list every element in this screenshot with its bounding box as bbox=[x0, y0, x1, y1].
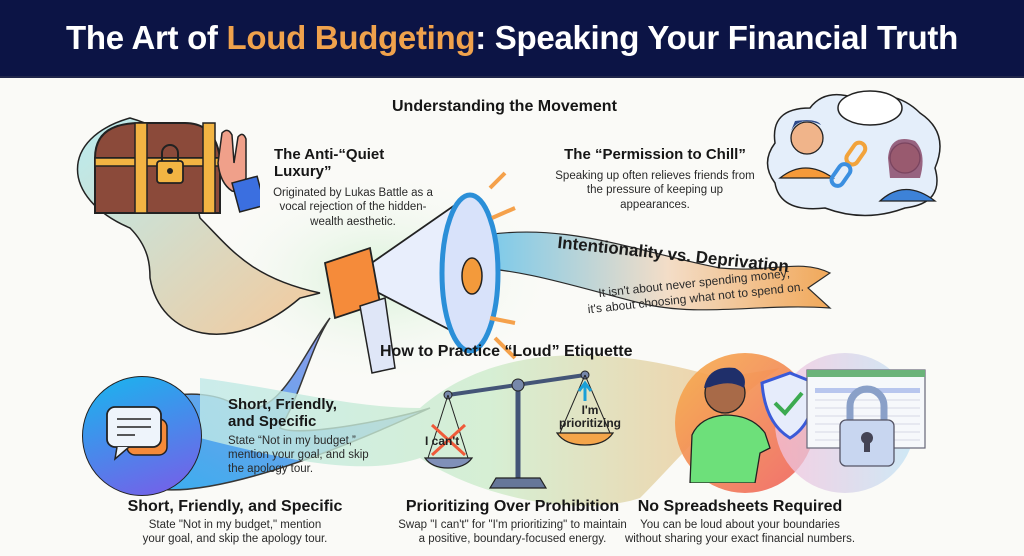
stop-hand-icon bbox=[217, 129, 260, 213]
chat-bubble-badge bbox=[82, 376, 202, 496]
bottom-card-prioritizing: Prioritizing Over Prohibition Swap "I ca… bbox=[398, 498, 627, 546]
permission-to-chill-body: Speaking up often relieves friends from … bbox=[555, 170, 755, 211]
etiquette-heading: How to Practice “Loud” Etiquette bbox=[380, 343, 633, 360]
anti-quiet-luxury-card: The Anti-“Quiet Luxury” Originated by Lu… bbox=[268, 146, 438, 229]
megaphone-icon bbox=[323, 171, 517, 374]
anti-quiet-luxury-body: Originated by Lukas Battle as a vocal re… bbox=[273, 187, 433, 228]
bottom-card-short-friendly: Short, Friendly, and Specific State "Not… bbox=[127, 498, 343, 546]
title-accent: Loud Budgeting bbox=[226, 19, 476, 56]
permission-to-chill-card: The “Permission to Chill” Speaking up of… bbox=[555, 146, 755, 212]
locked-spreadsheet-icon bbox=[806, 369, 926, 467]
infographic-canvas: Understanding the Movement The Anti-“Qui… bbox=[0, 78, 1024, 556]
title-banner: The Art of Loud Budgeting: Speaking Your… bbox=[0, 0, 1024, 78]
short-friendly-inline-body: State “Not in my budget,” mention your g… bbox=[228, 434, 369, 476]
thought-bubble-icon bbox=[766, 90, 941, 217]
short-friendly-inline-card: Short, Friendly, and Specific State “Not… bbox=[228, 396, 378, 477]
scale-right-label: I'm prioritizing bbox=[559, 403, 621, 430]
treasure-chest-icon bbox=[93, 122, 222, 214]
scale-left-label: I can't bbox=[425, 434, 460, 448]
person-with-shield-icon bbox=[689, 367, 817, 483]
understanding-heading: Understanding the Movement bbox=[392, 98, 617, 115]
permission-to-chill-title: The “Permission to Chill” bbox=[564, 146, 746, 163]
chat-bubble-icon bbox=[106, 406, 168, 461]
anti-quiet-luxury-title: The Anti-“Quiet Luxury” bbox=[274, 146, 385, 180]
page-title: The Art of Loud Budgeting: Speaking Your… bbox=[66, 19, 958, 56]
bottom-card-no-spreadsheets: No Spreadsheets Required You can be loud… bbox=[624, 498, 856, 546]
balance-scale-icon bbox=[423, 370, 615, 489]
